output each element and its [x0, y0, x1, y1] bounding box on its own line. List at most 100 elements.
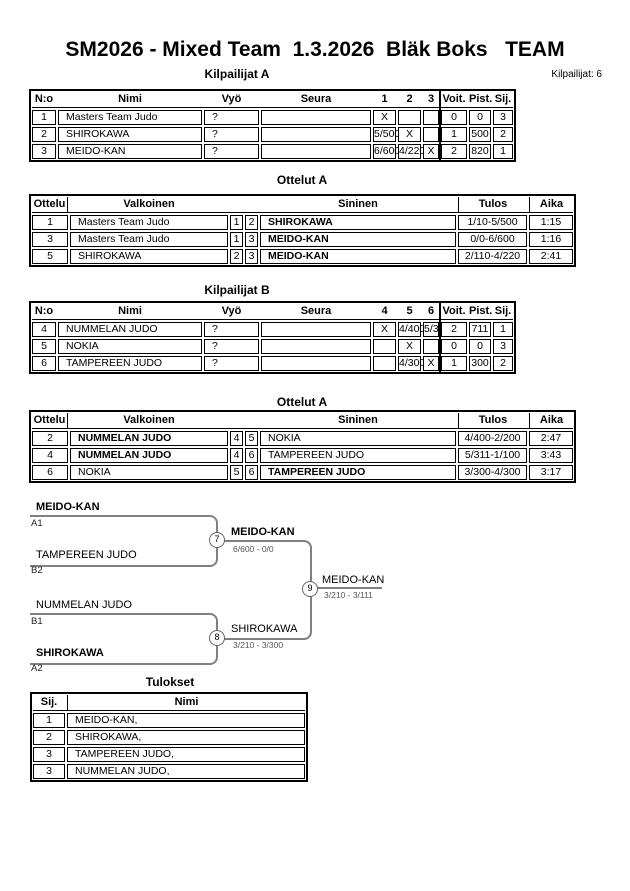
bracket-seed: B1 [31, 616, 43, 627]
competitor-club [261, 322, 371, 337]
col-blue: Sininen [338, 414, 378, 426]
wins-cell: 1 [441, 127, 467, 142]
col-no: N:o [34, 93, 54, 105]
blue-name: MEIDO-KAN [260, 249, 456, 264]
match-time: 3:17 [529, 465, 573, 480]
col-4: 4 [381, 305, 388, 317]
blue-name: MEIDO-KAN [260, 232, 456, 247]
bracket-seed: A1 [31, 518, 43, 529]
table-row: 1 MEIDO-KAN, [33, 713, 305, 728]
result-cell: 4/400 [398, 322, 426, 337]
competitor-no: 3 [32, 144, 56, 159]
pool-b-header-row: N:o Nimi Vyö Seura 4 5 6 Voit. Pist. Sij… [32, 304, 513, 320]
col-result: Tulos [458, 413, 527, 428]
pool-b-title: Kilpailijat B [204, 283, 270, 297]
white-name: NUMMELAN JUDO [70, 431, 228, 446]
table-row: 5 SHIROKAWA 2 3 MEIDO-KAN 2/110-4/220 2:… [32, 249, 573, 264]
match-no: 6 [32, 465, 68, 480]
competitor-no: 6 [32, 356, 56, 371]
white-name: SHIROKAWA [70, 249, 228, 264]
col-name: Nimi [67, 695, 305, 710]
table-row: 1 Masters Team Judo ? X 0 0 3 [32, 110, 513, 125]
bracket-score: 3/210 - 3/111 [324, 590, 373, 600]
table-row: 4 NUMMELAN JUDO ? X 4/400 5/311 2 711 1 [32, 322, 513, 337]
blue-no: 3 [245, 249, 258, 264]
competitor-club [261, 110, 371, 125]
pool-a-title: Kilpailijat A [204, 67, 270, 81]
col-5: 5 [406, 305, 413, 317]
place-cell: 3 [493, 110, 513, 125]
col-club: Seura [300, 305, 332, 317]
match-no: 5 [32, 249, 68, 264]
white-name: NUMMELAN JUDO [70, 448, 228, 463]
result-cell [423, 339, 439, 354]
bracket-seed: B2 [31, 565, 43, 576]
result-cell [373, 339, 396, 354]
white-name: Masters Team Judo [70, 215, 228, 230]
col-blue-no [245, 197, 258, 212]
col-name: Nimi [118, 305, 142, 317]
matches-b-title: Ottelut A [276, 395, 328, 409]
result-place: 3 [33, 747, 65, 762]
match-time: 2:41 [529, 249, 573, 264]
result-place: 1 [33, 713, 65, 728]
bracket-winner: MEIDO-KAN [322, 574, 385, 586]
result-cell: X [398, 127, 421, 142]
matches-a-table: Ottelu Valkoinen Sininen Tulos Aika 1 Ma… [29, 194, 576, 267]
competitor-belt: ? [204, 127, 259, 142]
semi1-winner-line [223, 540, 312, 590]
result-name: NUMMELAN JUDO, [67, 764, 305, 779]
match-circle: 7 [209, 532, 225, 548]
table-row: 3 TAMPEREEN JUDO, [33, 747, 305, 762]
results-table: Sij. Nimi 1 MEIDO-KAN, 2 SHIROKAWA, 3 TA… [30, 692, 308, 782]
points-cell: 0 [469, 110, 491, 125]
col-blue-no [245, 413, 258, 428]
col-name: Nimi [118, 93, 142, 105]
points-cell: 711 [469, 322, 491, 337]
table-row: 3 NUMMELAN JUDO, [33, 764, 305, 779]
col-wins: Voit. [442, 93, 466, 105]
bracket-team: TAMPEREEN JUDO [36, 549, 137, 561]
place-cell: 1 [493, 144, 513, 159]
matches-a-header-row: Ottelu Valkoinen Sininen Tulos Aika [32, 197, 573, 213]
result-cell: 6/600 [373, 144, 401, 159]
points-cell: 500 [469, 127, 491, 142]
result-cell: X [373, 110, 396, 125]
table-row: 2 SHIROKAWA ? 5/500 X 1 500 2 [32, 127, 513, 142]
match-result: 2/110-4/220 [458, 249, 527, 264]
col-1: 1 [381, 93, 388, 105]
result-place: 2 [33, 730, 65, 745]
col-club: Seura [300, 93, 332, 105]
result-cell: 4/220 [398, 144, 426, 159]
col-wins: Voit. [442, 305, 466, 317]
table-row: 1 Masters Team Judo 1 2 SHIROKAWA 1/10-5… [32, 215, 573, 230]
group-separator [439, 303, 441, 372]
match-no: 3 [32, 232, 68, 247]
match-time: 1:15 [529, 215, 573, 230]
result-cell [423, 110, 439, 125]
match-result: 1/10-5/500 [458, 215, 527, 230]
result-cell: X [398, 339, 421, 354]
bracket-team: SHIROKAWA [36, 647, 104, 659]
white-name: NOKIA [70, 465, 228, 480]
place-cell: 3 [493, 339, 513, 354]
blue-no: 2 [245, 215, 258, 230]
white-no: 5 [230, 465, 243, 480]
wins-cell: 1 [441, 356, 467, 371]
result-cell: 4/300 [398, 356, 426, 371]
blue-name: TAMPEREEN JUDO [260, 448, 456, 463]
col-points: Pist. [469, 93, 493, 105]
semi2-winner-line [223, 588, 312, 640]
match-no: 1 [32, 215, 68, 230]
match-no: 4 [32, 448, 68, 463]
match-result: 0/0-6/600 [458, 232, 527, 247]
matches-b-table: Ottelu Valkoinen Sininen Tulos Aika 2 NU… [29, 410, 576, 483]
white-no: 4 [230, 448, 243, 463]
competitor-belt: ? [204, 356, 259, 371]
table-row: 6 TAMPEREEN JUDO ? 4/300 X 1 300 2 [32, 356, 513, 371]
white-no: 1 [230, 232, 243, 247]
blue-name: SHIROKAWA [260, 215, 456, 230]
blue-no: 5 [245, 431, 258, 446]
results-header-row: Sij. Nimi [33, 695, 305, 711]
